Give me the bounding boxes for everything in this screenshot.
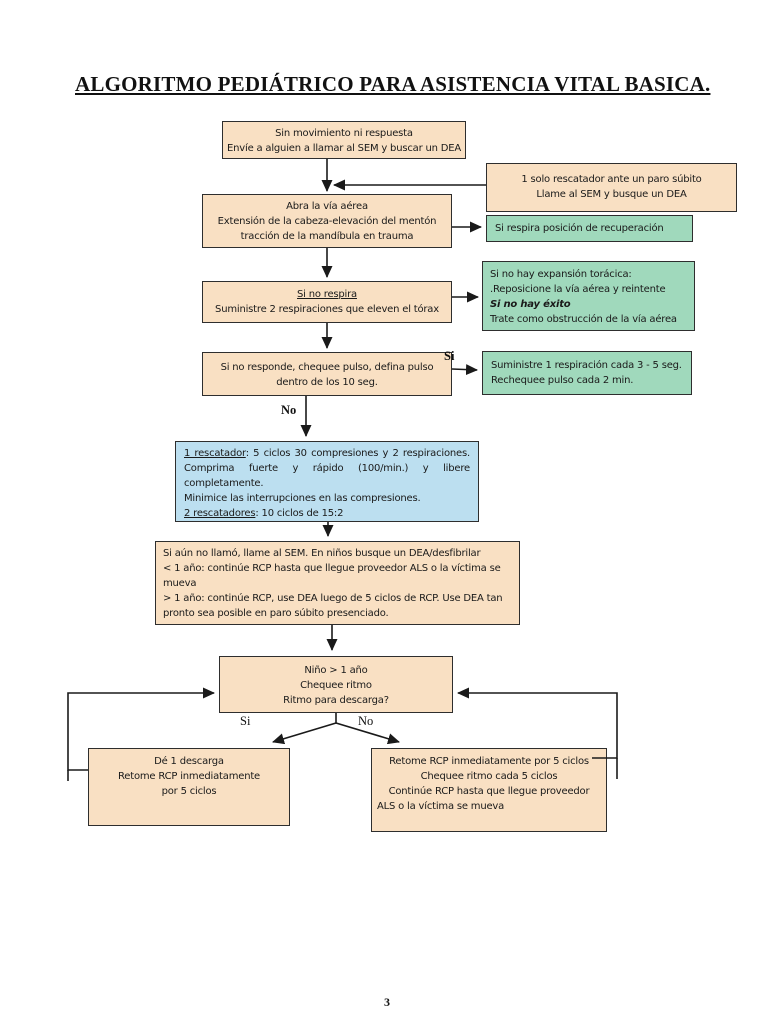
box-recovery-position: Si respira posición de recuperación bbox=[486, 215, 693, 242]
rescuer2-label: 2 rescatadores bbox=[184, 508, 256, 519]
arrow-pulse-si-to-rescue-breathing bbox=[451, 364, 478, 376]
text-heading: Si no respira bbox=[297, 289, 357, 300]
text-line: tracción de la mandíbula en trauma bbox=[240, 231, 414, 242]
box-no-breathing: Si no respira Suministre 2 respiraciones… bbox=[202, 281, 452, 323]
text-line: Si respira posición de recuperación bbox=[495, 223, 664, 234]
label-pulse-no: No bbox=[281, 403, 297, 417]
text-line: Si aún no llamó, llame al SEM. En niños … bbox=[163, 548, 481, 559]
label-pulse-si: Si bbox=[444, 349, 455, 363]
text-line: Si no hay expansión torácica: bbox=[490, 269, 632, 280]
box-call-sem: Si aún no llamó, llame al SEM. En niños … bbox=[155, 541, 520, 625]
text-paragraph: 1 rescatador: 5 ciclos 30 compresiones y… bbox=[184, 446, 470, 491]
text-line: < 1 año: continúe RCP hasta que llegue p… bbox=[163, 563, 501, 589]
text-line: Sin movimiento ni respuesta bbox=[275, 128, 413, 139]
text-line: Chequee ritmo bbox=[300, 680, 372, 691]
box-rescue-breathing: Suministre 1 respiración cada 3 - 5 seg.… bbox=[482, 351, 692, 395]
box-pulse-check: Si no responde, chequee pulso, defina pu… bbox=[202, 352, 452, 396]
text-line: ALS o la víctima se mueva bbox=[377, 801, 505, 812]
text-line: .Reposicione la vía aérea y reintente bbox=[490, 284, 666, 295]
text-line: Retome RCP inmediatamente por 5 ciclos bbox=[389, 756, 589, 767]
rescuer2-text: : 10 ciclos de 15:2 bbox=[255, 508, 344, 519]
text-line: > 1 año: continúe RCP, use DEA luego de … bbox=[163, 593, 503, 619]
text-line: Chequee ritmo cada 5 ciclos bbox=[420, 771, 558, 782]
text-line: Suministre 1 respiración cada 3 - 5 seg. bbox=[491, 360, 682, 371]
box-open-airway: Abra la vía aérea Extensión de la cabeza… bbox=[202, 194, 452, 248]
text-line: Minimice las interrupciones en las compr… bbox=[184, 493, 421, 504]
box-resume-cpr: Retome RCP inmediatamente por 5 ciclos C… bbox=[371, 748, 607, 832]
text-line: Retome RCP inmediatamente bbox=[117, 771, 261, 782]
text-line: Dé 1 descarga bbox=[154, 756, 224, 767]
box-no-chest-expansion: Si no hay expansión torácica: .Reposicio… bbox=[482, 261, 695, 331]
box-cpr-instructions: 1 rescatador: 5 ciclos 30 compresiones y… bbox=[175, 441, 479, 522]
rescuer1-text: : 5 ciclos 30 compresiones y 2 respiraci… bbox=[184, 448, 470, 489]
text-line: Llame al SEM y busque un DEA bbox=[536, 189, 687, 200]
page-title: ALGORITMO PEDIÁTRICO PARA ASISTENCIA VIT… bbox=[75, 72, 711, 96]
text-paragraph: 2 rescatadores: 10 ciclos de 15:2 bbox=[184, 506, 470, 521]
text-line: Abra la vía aérea bbox=[286, 201, 368, 212]
text-line: Rechequee pulso cada 2 min. bbox=[491, 375, 634, 386]
text-line: por 5 ciclos bbox=[161, 786, 217, 797]
text-line-emphasis: Si no hay éxito bbox=[490, 299, 571, 310]
text-line: Suministre 2 respiraciones que eleven el… bbox=[215, 304, 439, 315]
text-line: dentro de los 10 seg. bbox=[276, 377, 378, 388]
label-shock-no: No bbox=[358, 714, 374, 728]
rescuer1-label: 1 rescatador bbox=[184, 448, 246, 459]
box-lone-rescuer: 1 solo rescatador ante un paro súbito Ll… bbox=[486, 163, 737, 212]
text-line: Envíe a alguien a llamar al SEM y buscar… bbox=[227, 143, 461, 154]
label-shock-si: Si bbox=[240, 714, 251, 728]
text-line: Trate como obstrucción de la vía aérea bbox=[490, 314, 677, 325]
page-number: 3 bbox=[384, 995, 390, 1009]
box-no-movement: Sin movimiento ni respuesta Envíe a algu… bbox=[222, 121, 466, 159]
text-line: 1 solo rescatador ante un paro súbito bbox=[521, 174, 702, 185]
arrow-rhythm-si-to-shock bbox=[272, 722, 337, 745]
text-line: Extensión de la cabeza-elevación del men… bbox=[217, 216, 437, 227]
text-line: Continúe RCP hasta que llegue proveedor bbox=[388, 786, 590, 797]
box-rhythm-check: Niño > 1 año Chequee ritmo Ritmo para de… bbox=[219, 656, 453, 713]
text-line: Ritmo para descarga? bbox=[283, 695, 389, 706]
text-line: Si no responde, chequee pulso, defina pu… bbox=[220, 362, 434, 373]
text-line: Niño > 1 año bbox=[304, 665, 368, 676]
box-give-shock: Dé 1 descarga Retome RCP inmediatamente … bbox=[88, 748, 290, 826]
